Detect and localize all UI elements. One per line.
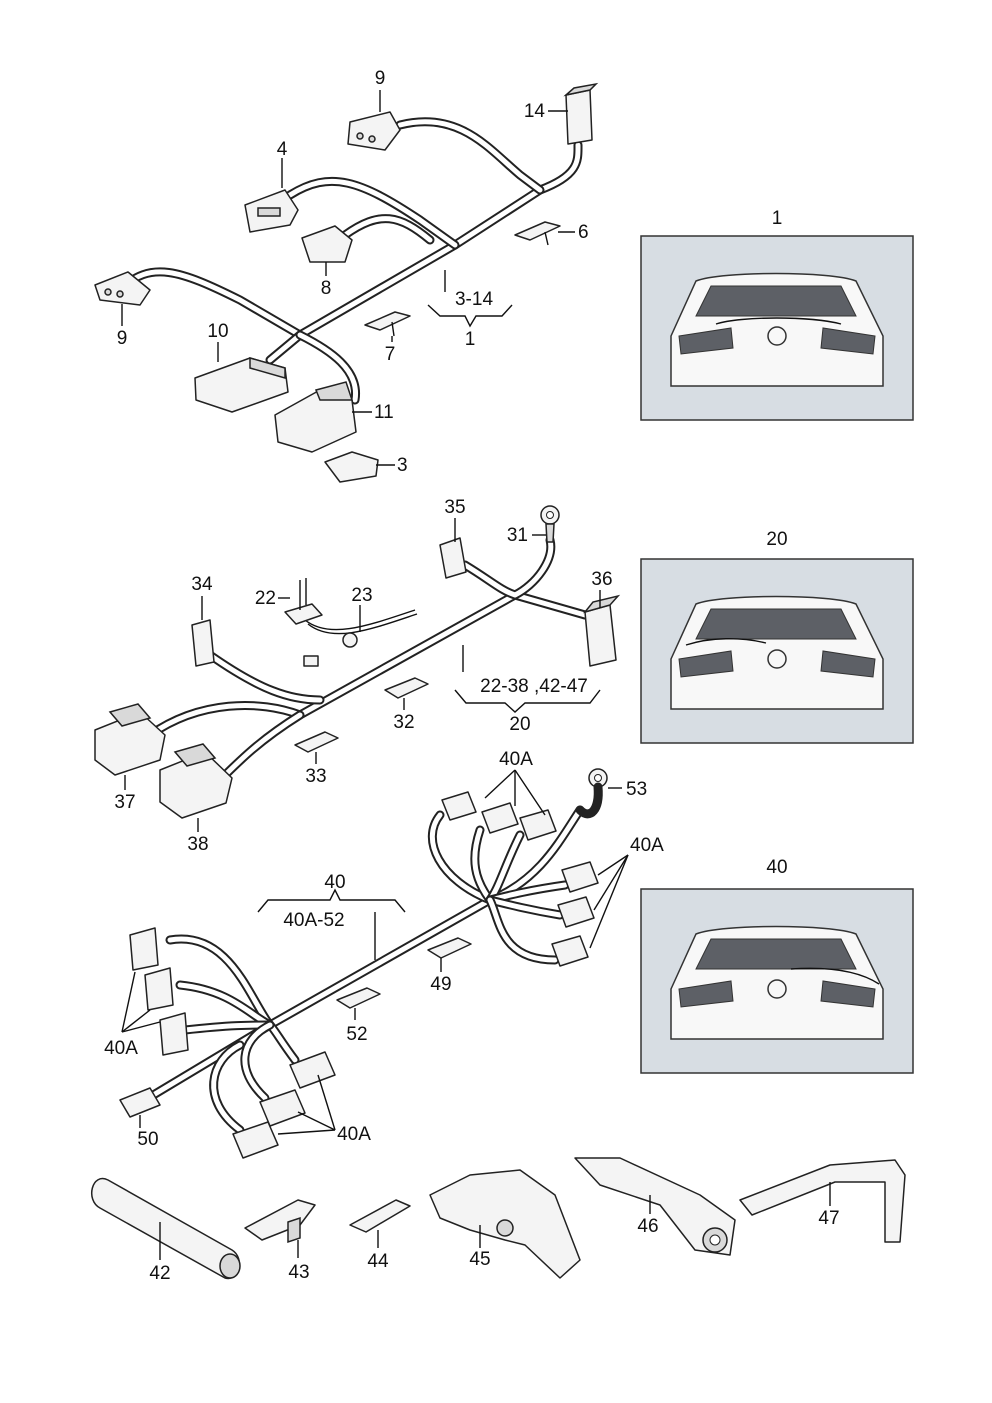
bracket-47	[739, 1159, 906, 1243]
label-43: 43	[288, 1262, 309, 1283]
connector-10	[194, 357, 289, 413]
ring-terminal-31	[540, 505, 560, 543]
label-3: 3	[397, 455, 408, 476]
thumbnail-40: 40	[640, 857, 914, 1074]
tube-42	[90, 1177, 241, 1280]
connector-36	[582, 594, 621, 667]
bracket-3	[324, 451, 379, 483]
harness-group-20: 35 31 34 36 22 23 22-38 ,42-47 20 32 33 …	[94, 497, 621, 855]
label-36: 36	[591, 569, 612, 590]
thumbnail-20: 20	[640, 529, 914, 744]
clip-44	[349, 1199, 411, 1233]
thumbnail-caption-1: 1	[772, 208, 783, 229]
label-44: 44	[367, 1251, 389, 1272]
label-50: 50	[137, 1129, 158, 1150]
clip-32	[384, 677, 429, 699]
label-6: 6	[578, 222, 589, 243]
label-33: 33	[305, 766, 326, 787]
label-52: 52	[346, 1024, 367, 1045]
label-53: 53	[626, 779, 647, 800]
label-22: 22	[255, 588, 276, 609]
connector-50	[119, 1087, 161, 1118]
connector-8	[301, 225, 353, 263]
label-32: 32	[393, 712, 414, 733]
label-35: 35	[444, 497, 465, 518]
label-range-40a-52: 40A-52	[283, 910, 344, 931]
label-23: 23	[351, 585, 372, 606]
label-9-top: 9	[375, 68, 386, 89]
connector-38	[159, 743, 233, 819]
connector-34	[191, 619, 215, 667]
connector-37	[94, 703, 166, 776]
label-range-3-14: 3-14	[455, 289, 493, 310]
thumbnail-1: 1	[640, 208, 914, 421]
connector-9-top	[347, 111, 401, 151]
connectors-40a	[129, 791, 599, 1159]
connector-14	[563, 82, 599, 145]
label-40a-bottom: 40A	[337, 1124, 371, 1145]
label-range-22-38-42-47: 22-38 ,42-47	[480, 676, 588, 697]
harness-group-40: 40A 53 40A 40 40A-52 49 52 40A 40A 50	[104, 749, 664, 1159]
label-31: 31	[507, 525, 528, 546]
label-45: 45	[469, 1249, 490, 1270]
bracket-46	[574, 1157, 736, 1256]
label-40a-right: 40A	[630, 835, 664, 856]
connector-11	[274, 381, 357, 453]
cable-tie-23	[303, 632, 358, 667]
label-14: 14	[524, 101, 546, 122]
label-10: 10	[207, 321, 228, 342]
label-34: 34	[191, 574, 213, 595]
thumbnail-caption-20: 20	[766, 529, 787, 550]
connector-35	[439, 537, 467, 579]
clip-52	[336, 987, 381, 1009]
bracket-45	[429, 1169, 581, 1279]
harness-group-1: 9 14 4 6 8 9 3-14 1 7 10 11 3	[94, 68, 599, 483]
label-38: 38	[187, 834, 208, 855]
label-49: 49	[430, 974, 451, 995]
label-group-40: 40	[324, 872, 345, 893]
label-37: 37	[114, 792, 135, 813]
label-8: 8	[321, 278, 332, 299]
clip-7	[364, 311, 411, 337]
thumbnail-caption-40: 40	[766, 857, 787, 878]
connector-9-left	[94, 271, 151, 306]
clip-6	[514, 221, 561, 246]
label-40a-top: 40A	[499, 749, 533, 770]
label-47: 47	[818, 1208, 839, 1229]
label-9-left: 9	[117, 328, 128, 349]
connector-4	[244, 189, 299, 233]
clip-43	[244, 1199, 316, 1244]
label-group-1: 1	[465, 329, 476, 350]
ring-terminal-53	[575, 768, 608, 819]
label-11: 11	[374, 402, 394, 423]
label-7: 7	[385, 344, 396, 365]
label-42: 42	[149, 1263, 170, 1284]
clip-49	[427, 937, 472, 959]
parts-row: 42 43 44 45 46 47	[90, 1157, 906, 1284]
clip-33	[294, 731, 339, 753]
grommet-22	[284, 578, 323, 625]
label-46: 46	[637, 1216, 658, 1237]
label-4: 4	[277, 139, 288, 160]
label-40a-left: 40A	[104, 1038, 138, 1059]
label-group-20: 20	[509, 714, 530, 735]
